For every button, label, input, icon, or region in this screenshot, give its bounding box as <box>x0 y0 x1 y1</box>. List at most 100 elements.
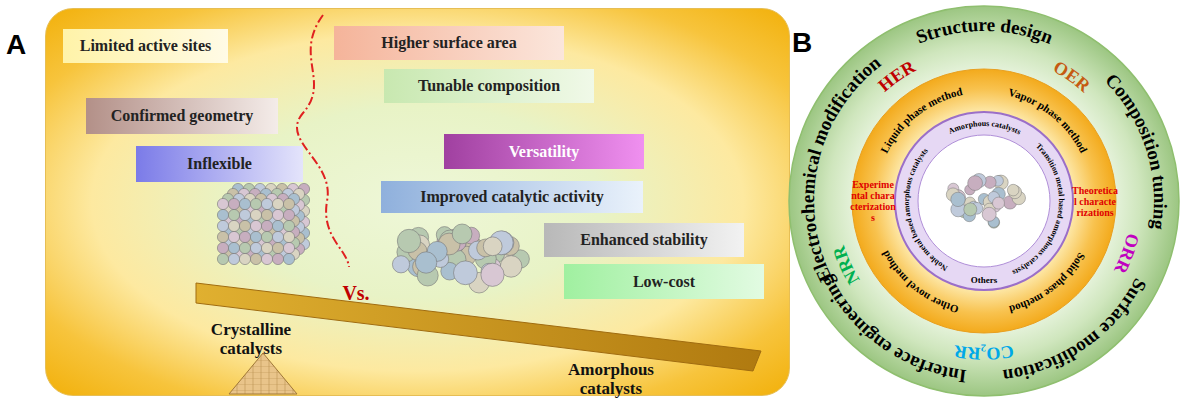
lattice-sphere <box>217 253 228 264</box>
amorphous-sphere <box>415 252 436 273</box>
property-text: Low-cost <box>633 273 695 291</box>
property-box: Enhanced stability <box>544 223 744 257</box>
property-text: Improved catalytic activity <box>420 188 604 206</box>
lattice-sphere <box>228 242 239 253</box>
property-box: Confirmed geometry <box>86 98 278 134</box>
characterization-box: Theoretical characterizations <box>1072 185 1118 218</box>
amorphous-sphere <box>392 256 409 273</box>
others-box: Others <box>971 269 998 287</box>
catalyst-type-text: Transition metal based amorphous catalys… <box>1011 141 1066 277</box>
property-text: Tunable composition <box>418 77 560 95</box>
catalyst-type-text: Noble metal based amorphous catalysts <box>902 146 949 273</box>
property-box: Versatility <box>444 134 644 169</box>
seesaw-label: Vs. <box>331 282 381 304</box>
catalyst-type-text: Transition metal based amorphous catalys… <box>1011 141 1066 277</box>
lattice-sphere <box>250 231 261 242</box>
reaction-text: CO₂RR <box>951 341 1015 364</box>
lattice-sphere <box>272 253 283 264</box>
lattice-sphere <box>217 242 228 253</box>
property-text: Confirmed geometry <box>111 107 254 125</box>
seesaw-label: Crystalline catalysts <box>201 321 301 358</box>
lattice-sphere <box>261 209 272 220</box>
lattice-sphere <box>250 209 261 220</box>
lattice-sphere <box>228 220 239 231</box>
core-sphere <box>968 176 983 191</box>
amorphous-sphere <box>454 261 478 285</box>
lattice-sphere <box>228 209 239 220</box>
property-text: Versatility <box>509 143 580 161</box>
lattice-sphere <box>217 220 228 231</box>
lattice-sphere <box>272 220 283 231</box>
panel-letter: A <box>6 29 26 61</box>
property-box: Improved catalytic activity <box>381 181 643 213</box>
amorphous-sphere <box>397 229 420 252</box>
reaction-text: ORR <box>1110 231 1143 277</box>
lattice-sphere <box>228 231 239 242</box>
property-text: Limited active sites <box>80 37 212 55</box>
core-sphere <box>1007 184 1019 196</box>
lattice-sphere <box>239 220 250 231</box>
seesaw-label-text: Crystalline catalysts <box>201 321 301 358</box>
lattice-sphere <box>283 253 294 264</box>
property-box: Low-cost <box>564 264 764 299</box>
lattice-sphere <box>239 231 250 242</box>
property-text: Inflexible <box>187 155 252 173</box>
property-text: Enhanced stability <box>580 231 708 249</box>
lattice-sphere <box>239 253 250 264</box>
core-sphere <box>964 203 977 216</box>
lattice-sphere <box>250 220 261 231</box>
catalyst-type-text: Others <box>971 275 998 285</box>
property-box: Inflexible <box>136 146 303 182</box>
catalyst-ring-shape: Amorphous catalystsTransition metal base… <box>894 111 1074 291</box>
lattice-sphere <box>272 198 283 209</box>
catalyst-core <box>918 135 1050 267</box>
reaction-text: CO₂RR <box>951 341 1015 364</box>
strategy-text: Structure design <box>913 14 1056 48</box>
property-box: Higher surface area <box>334 26 564 60</box>
lattice-sphere <box>228 198 239 209</box>
property-box: Tunable composition <box>384 69 594 103</box>
lattice-sphere <box>217 231 228 242</box>
core-sphere <box>951 192 965 206</box>
catalyst-ring-band <box>895 112 1073 290</box>
strategy-text: Structure design <box>913 14 1056 48</box>
lattice-sphere <box>239 209 250 220</box>
lattice-sphere <box>272 231 283 242</box>
amorphous-heap <box>392 224 529 293</box>
lattice-sphere <box>261 231 272 242</box>
reaction-text: ORR <box>1110 231 1143 277</box>
fulcrum <box>229 353 297 394</box>
amorphous-sphere <box>452 224 472 244</box>
lattice-sphere <box>250 198 261 209</box>
lattice-sphere <box>239 198 250 209</box>
catalyst-type-text: Noble metal based amorphous catalysts <box>902 146 949 273</box>
core-sphere <box>982 207 996 221</box>
property-text: Higher surface area <box>381 34 516 52</box>
lattice-sphere <box>217 198 228 209</box>
amorphous-sphere <box>481 263 504 286</box>
lattice-sphere <box>261 220 272 231</box>
text-guide <box>837 54 1131 348</box>
seesaw-label-text: Amorphous catalysts <box>556 361 666 398</box>
strategy-ring: Structure designOERComposition tuningORR… <box>788 5 1180 397</box>
seesaw-label-text: Vs. <box>342 282 369 304</box>
crystal-lattice <box>217 183 309 264</box>
lattice-sphere <box>228 253 239 264</box>
seesaw-label: Amorphous catalysts <box>556 361 666 398</box>
lattice-sphere <box>217 209 228 220</box>
lattice-sphere <box>250 253 261 264</box>
catalyst-type-text: Amorphous catalysts <box>947 119 1022 137</box>
comparison-panel: ALimited active sitesHigher surface area… <box>45 8 790 396</box>
characterization-text: Theoretical characterizations <box>1072 185 1118 218</box>
reaction-text: NRR <box>828 242 863 288</box>
amorphous-sphere <box>483 237 502 256</box>
lattice-sphere <box>261 198 272 209</box>
catalyst-type-text: Amorphous catalysts <box>947 119 1022 137</box>
characterization-box: Experimental characterizations <box>850 179 896 223</box>
lattice-sphere <box>272 242 283 253</box>
lattice-sphere <box>283 198 294 209</box>
outer-ring-disk <box>789 6 1179 396</box>
core-sphere <box>993 197 1005 209</box>
lattice-sphere <box>261 253 272 264</box>
